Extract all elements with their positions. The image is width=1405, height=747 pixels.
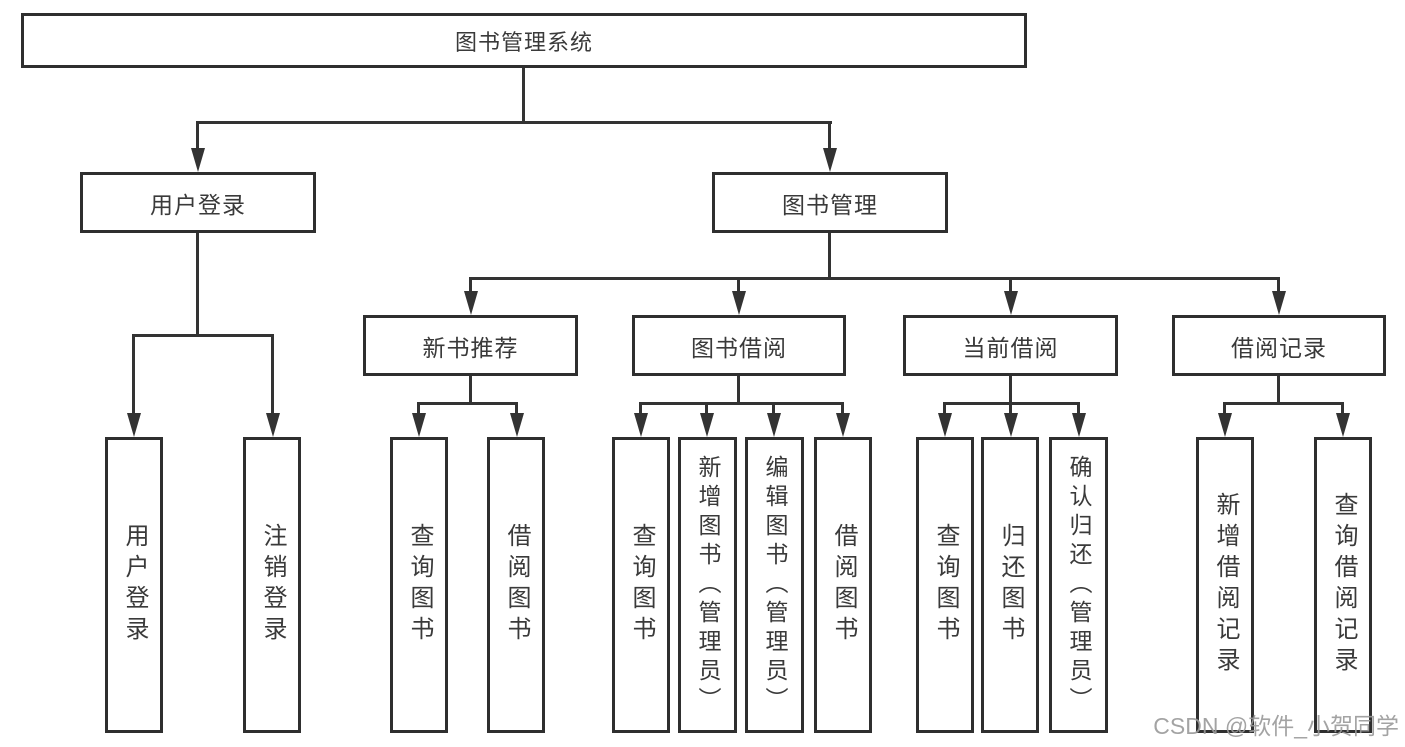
node-leaf-add-borrow-record: 新增借阅记录 (1196, 437, 1254, 733)
node-leaf-logout: 注销登录 (243, 437, 301, 733)
node-leaf-edit-books-admin: 编辑图书（管理员） (745, 437, 804, 733)
arrow-down-icon (266, 413, 280, 437)
node-new-book-recommend: 新书推荐 (363, 315, 578, 376)
connector-line (417, 402, 518, 405)
node-current-borrow: 当前借阅 (903, 315, 1118, 376)
connector-line (705, 402, 708, 418)
node-leaf-query-books-2: 查询图书 (612, 437, 670, 733)
node-leaf-query-borrow-record: 查询借阅记录 (1314, 437, 1372, 733)
arrow-down-icon (634, 413, 648, 437)
connector-line (515, 402, 518, 418)
connector-line (469, 376, 472, 405)
connector-line (639, 402, 843, 405)
connector-line (639, 402, 642, 418)
connector-line (1009, 402, 1012, 418)
connector-line (1077, 402, 1080, 418)
connector-line (828, 121, 831, 153)
node-leaf-borrow-books-2: 借阅图书 (814, 437, 872, 733)
connector-line (841, 402, 844, 418)
connector-line (772, 402, 775, 418)
arrow-down-icon (1004, 413, 1018, 437)
connector-line (132, 334, 274, 337)
node-book-borrow: 图书借阅 (632, 315, 846, 376)
node-library-management-system: 图书管理系统 (21, 13, 1027, 68)
connector-line (522, 68, 525, 124)
arrow-down-icon (1004, 291, 1018, 315)
connector-line (943, 402, 946, 418)
arrow-down-icon (412, 413, 426, 437)
node-borrow-records: 借阅记录 (1172, 315, 1386, 376)
arrow-down-icon (732, 291, 746, 315)
arrow-down-icon (938, 413, 952, 437)
arrow-down-icon (127, 413, 141, 437)
connector-line (469, 277, 1280, 280)
node-book-management: 图书管理 (712, 172, 948, 233)
arrow-down-icon (823, 148, 837, 172)
node-leaf-query-books-1: 查询图书 (390, 437, 448, 733)
csdn-watermark: CSDN @软件_小贺同学 (1153, 713, 1399, 739)
arrow-down-icon (1272, 291, 1286, 315)
connector-line (417, 402, 420, 418)
node-leaf-borrow-books-1: 借阅图书 (487, 437, 545, 733)
connector-line (1277, 277, 1280, 295)
node-leaf-add-books-admin: 新增图书（管理员） (678, 437, 737, 733)
node-user-login: 用户登录 (80, 172, 316, 233)
arrow-down-icon (767, 413, 781, 437)
connector-line (1223, 402, 1226, 418)
node-leaf-query-books-3: 查询图书 (916, 437, 974, 733)
connector-line (1277, 376, 1280, 405)
connector-line (196, 121, 199, 153)
connector-line (1009, 376, 1012, 405)
connector-line (271, 334, 274, 416)
connector-line (132, 334, 135, 416)
connector-line (737, 277, 740, 295)
node-leaf-user-login: 用户登录 (105, 437, 163, 733)
node-leaf-return-books: 归还图书 (981, 437, 1039, 733)
connector-line (1009, 277, 1012, 295)
arrow-down-icon (700, 413, 714, 437)
connector-line (828, 233, 831, 280)
arrow-down-icon (191, 148, 205, 172)
arrow-down-icon (1336, 413, 1350, 437)
arrow-down-icon (510, 413, 524, 437)
connector-line (1223, 402, 1343, 405)
connector-line (1341, 402, 1344, 418)
connector-line (196, 233, 199, 337)
node-leaf-confirm-return-admin: 确认归还（管理员） (1049, 437, 1108, 733)
arrow-down-icon (836, 413, 850, 437)
arrow-down-icon (464, 291, 478, 315)
arrow-down-icon (1218, 413, 1232, 437)
connector-line (196, 121, 832, 124)
connector-line (469, 277, 472, 295)
arrow-down-icon (1072, 413, 1086, 437)
connector-line (737, 376, 740, 405)
